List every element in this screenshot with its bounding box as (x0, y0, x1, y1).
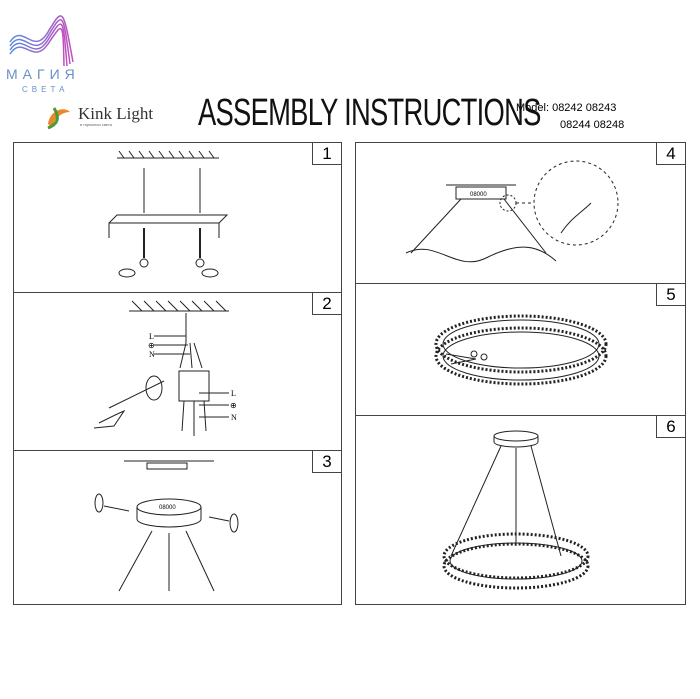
step-number: 1 (312, 142, 342, 165)
step-6-panel: 6 (355, 415, 686, 605)
step-2-panel: 2 L ⊕ N L ⊕ N (13, 292, 342, 451)
step-number: 2 (312, 292, 342, 315)
kink-light-tagline: в гармонии света (80, 122, 113, 127)
canopy-attach-illustration: 08000 (94, 460, 239, 592)
step-1-panel: 1 (13, 142, 342, 293)
wire-label-earth-out: ⊕ (230, 401, 237, 410)
step-5-panel: 5 (355, 283, 686, 416)
wire-label-live: L (149, 332, 154, 341)
model-numbers-line-1: Model: 08242 08243 (516, 102, 617, 114)
kink-light-logo: Kink Light (78, 104, 154, 123)
step-4-panel: 4 08000 (355, 142, 686, 284)
canopy-code: 08000 (470, 192, 487, 198)
wire-label-neutral-out: N (231, 413, 237, 422)
wire-label-neutral: N (149, 350, 155, 359)
kink-light-logo-icon (47, 107, 70, 130)
suspension-adjust-illustration: 08000 (405, 160, 619, 263)
ceiling-bracket-mounting-illustration (108, 150, 229, 278)
finished-chandelier-illustration (442, 430, 590, 590)
step-number: 4 (656, 142, 686, 165)
step-number: 6 (656, 415, 686, 438)
wire-label-earth: ⊕ (148, 341, 155, 350)
step-number: 5 (656, 283, 686, 306)
wire-label-live-out: L (231, 389, 236, 398)
page-title: ASSEMBLY INSTRUCTIONS (198, 92, 541, 134)
wiring-connection-illustration: L ⊕ N L ⊕ N (93, 300, 237, 436)
magia-sveta-logo-icon (9, 15, 74, 67)
canopy-code: 08000 (159, 505, 176, 511)
brand-name: МАГИЯ (6, 66, 80, 82)
crystal-ring-unpacking-illustration (434, 314, 608, 386)
model-numbers-line-2: 08244 08248 (560, 119, 625, 131)
step-3-panel: 3 08000 (13, 450, 342, 605)
step-number: 3 (312, 450, 342, 473)
brand-subtitle: СВЕТА (22, 85, 69, 94)
